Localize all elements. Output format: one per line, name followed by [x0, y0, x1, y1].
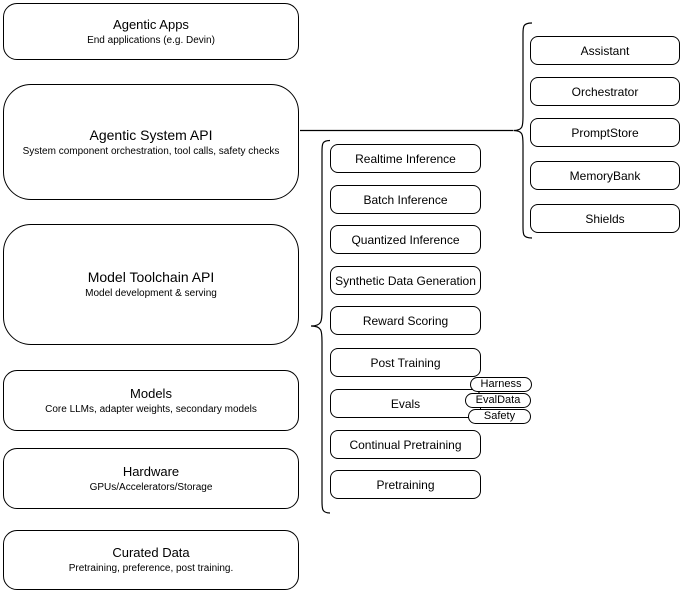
- evals-tag-evaldata: EvalData: [465, 393, 531, 408]
- service-label: Synthetic Data Generation: [335, 273, 476, 288]
- tag-label: Harness: [480, 378, 522, 390]
- component-assistant: Assistant: [530, 36, 680, 65]
- service-reward-scoring: Reward Scoring: [330, 306, 481, 335]
- service-quantized-inference: Quantized Inference: [330, 225, 481, 254]
- layer-hardware: Hardware GPUs/Accelerators/Storage: [3, 448, 299, 509]
- layer-title: Agentic System API: [89, 126, 213, 143]
- service-evals: Evals: [330, 389, 481, 418]
- tag-label: Safety: [483, 410, 516, 422]
- layer-title: Model Toolchain API: [87, 269, 215, 285]
- service-pretraining: Pretraining: [330, 470, 481, 499]
- service-label: Post Training: [370, 355, 441, 370]
- component-promptstore: PromptStore: [530, 118, 680, 147]
- layer-agentic-system-api: Agentic System API System component orch…: [3, 84, 299, 200]
- layer-agentic-apps: Agentic Apps End applications (e.g. Devi…: [3, 3, 299, 60]
- service-continual-pretraining: Continual Pretraining: [330, 430, 481, 459]
- component-label: Orchestrator: [571, 84, 639, 99]
- layer-subtitle: System component orchestration, tool cal…: [22, 145, 280, 157]
- evals-tag-safety: Safety: [468, 409, 531, 424]
- toolchain-services-brace: [310, 139, 331, 514]
- system-components-brace: [513, 22, 533, 239]
- service-realtime-inference: Realtime Inference: [330, 144, 481, 173]
- layer-model-toolchain-api: Model Toolchain API Model development & …: [3, 224, 299, 345]
- component-label: PromptStore: [571, 125, 639, 140]
- service-label: Continual Pretraining: [349, 437, 462, 452]
- service-post-training: Post Training: [330, 348, 481, 377]
- tag-label: EvalData: [475, 394, 521, 406]
- layer-models: Models Core LLMs, adapter weights, secon…: [3, 370, 299, 431]
- service-label: Reward Scoring: [362, 313, 449, 328]
- layer-title: Curated Data: [112, 545, 190, 560]
- component-shields: Shields: [530, 204, 680, 233]
- service-label: Pretraining: [376, 477, 435, 492]
- component-label: Shields: [585, 211, 625, 226]
- service-batch-inference: Batch Inference: [330, 185, 481, 214]
- evals-tag-harness: Harness: [470, 377, 532, 392]
- layer-curated-data: Curated Data Pretraining, preference, po…: [3, 530, 299, 590]
- service-label: Evals: [390, 396, 421, 411]
- service-label: Quantized Inference: [351, 232, 460, 247]
- layer-subtitle: GPUs/Accelerators/Storage: [89, 481, 213, 493]
- layer-subtitle: End applications (e.g. Devin): [87, 34, 215, 46]
- component-label: Assistant: [580, 43, 630, 58]
- component-memorybank: MemoryBank: [530, 161, 680, 190]
- layer-subtitle: Model development & serving: [85, 288, 217, 299]
- component-orchestrator: Orchestrator: [530, 77, 680, 106]
- layer-title: Hardware: [122, 463, 180, 479]
- layer-title: Agentic Apps: [113, 16, 189, 32]
- component-label: MemoryBank: [569, 168, 641, 183]
- layer-subtitle: Core LLMs, adapter weights, secondary mo…: [45, 403, 257, 415]
- layer-subtitle: Pretraining, preference, post training.: [68, 563, 234, 574]
- layer-title: Models: [130, 385, 172, 401]
- service-label: Batch Inference: [363, 192, 448, 207]
- service-label: Realtime Inference: [355, 151, 456, 166]
- service-synthetic-data-generation: Synthetic Data Generation: [330, 266, 481, 295]
